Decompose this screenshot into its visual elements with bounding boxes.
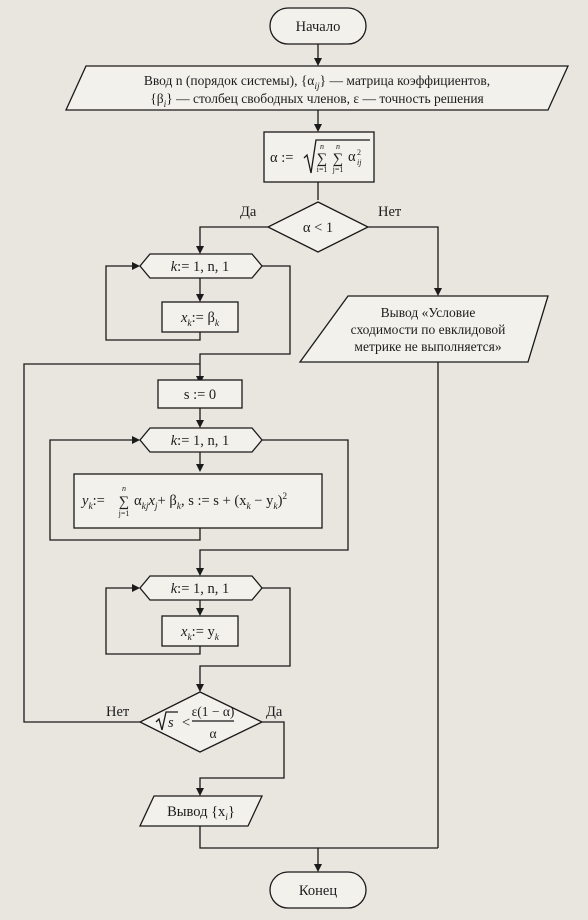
inner-calc-block: yk:= n ∑ j=1 αkjxj+ βk, s := s + (xk − y… (73, 473, 323, 529)
svg-text:Вывод {xi}: Вывод {xi} (167, 804, 235, 823)
svg-text:xk:= yk: xk:= yk (180, 624, 220, 643)
condition2-no-label: Нет (106, 704, 130, 720)
output-fail-line3: метрике не выполняется» (354, 339, 501, 354)
svg-text:yk:=: yk:= (80, 493, 105, 512)
assign-x-beta: xk:= βk (161, 301, 239, 333)
condition1-no-label: Нет (378, 204, 402, 220)
svg-text:j=1: j=1 (332, 165, 344, 174)
svg-text:n: n (122, 484, 126, 493)
loop3-header: k:= 1, n, 1 (139, 575, 263, 601)
loop2-header: k:= 1, n, 1 (139, 427, 263, 453)
loop1-header: k:= 1, n, 1 (139, 253, 263, 279)
sum-sign-i: ∑ (317, 151, 327, 167)
input-line2: {βi} — столбец свободных членов, ε — точ… (150, 91, 484, 110)
svg-text:k:= 1, n, 1: k:= 1, n, 1 (171, 581, 230, 597)
output-fail-line2: сходимости по евклидовой (351, 322, 506, 337)
svg-text:i=1: i=1 (317, 165, 328, 174)
svg-text:j=1: j=1 (118, 509, 130, 518)
svg-text:ε(1 − α): ε(1 − α) (192, 704, 235, 719)
svg-text:αkjxj+ βk, s := s + (xk − yk): αkjxj+ βk, s := s + (xk − yk)2 (134, 492, 287, 512)
assign-s-zero: s := 0 (157, 379, 243, 409)
svg-text:α: α (209, 726, 216, 741)
end-label: Конец (299, 883, 337, 899)
condition-alpha: α < 1 (266, 201, 370, 253)
svg-text:k:= 1, n, 1: k:= 1, n, 1 (171, 259, 230, 275)
start-terminal: Начало (269, 7, 367, 45)
alpha-term: α (348, 149, 356, 165)
condition-alpha-text: α < 1 (303, 220, 333, 236)
svg-text:s: s (168, 715, 174, 731)
svg-text:n: n (336, 142, 340, 151)
sum-sign-j: ∑ (333, 151, 343, 167)
condition1-yes-label: Да (240, 204, 257, 220)
svg-text:2: 2 (357, 148, 361, 157)
input-block: Ввод n (порядок системы), {αij} — матриц… (64, 65, 570, 111)
condition2-yes-label: Да (266, 704, 283, 720)
alpha-prefix: α := (270, 150, 293, 166)
condition-convergence: s < ε(1 − α) α (138, 691, 264, 753)
input-line1: Ввод n (порядок системы), {αij} — матриц… (144, 73, 490, 92)
svg-text:ij: ij (357, 158, 362, 167)
output-result-block: Вывод {xi} (138, 795, 264, 827)
svg-text:k:= 1, n, 1: k:= 1, n, 1 (171, 433, 230, 449)
assign-s-zero-text: s := 0 (184, 387, 216, 403)
output-fail-block: Вывод «Условие сходимости по евклидовой … (298, 295, 549, 363)
output-fail-line1: Вывод «Условие (381, 305, 476, 320)
svg-text:xk:= βk: xk:= βk (180, 310, 220, 329)
svg-text:<: < (182, 715, 190, 731)
start-label: Начало (296, 19, 341, 35)
assign-x-y: xk:= yk (161, 615, 239, 647)
alpha-calc-block: α := n ∑ i=1 n ∑ j=1 α ij 2 (263, 131, 375, 183)
end-terminal: Конец (269, 871, 367, 909)
sum-sign: ∑ (119, 494, 129, 510)
svg-text:n: n (320, 142, 324, 151)
